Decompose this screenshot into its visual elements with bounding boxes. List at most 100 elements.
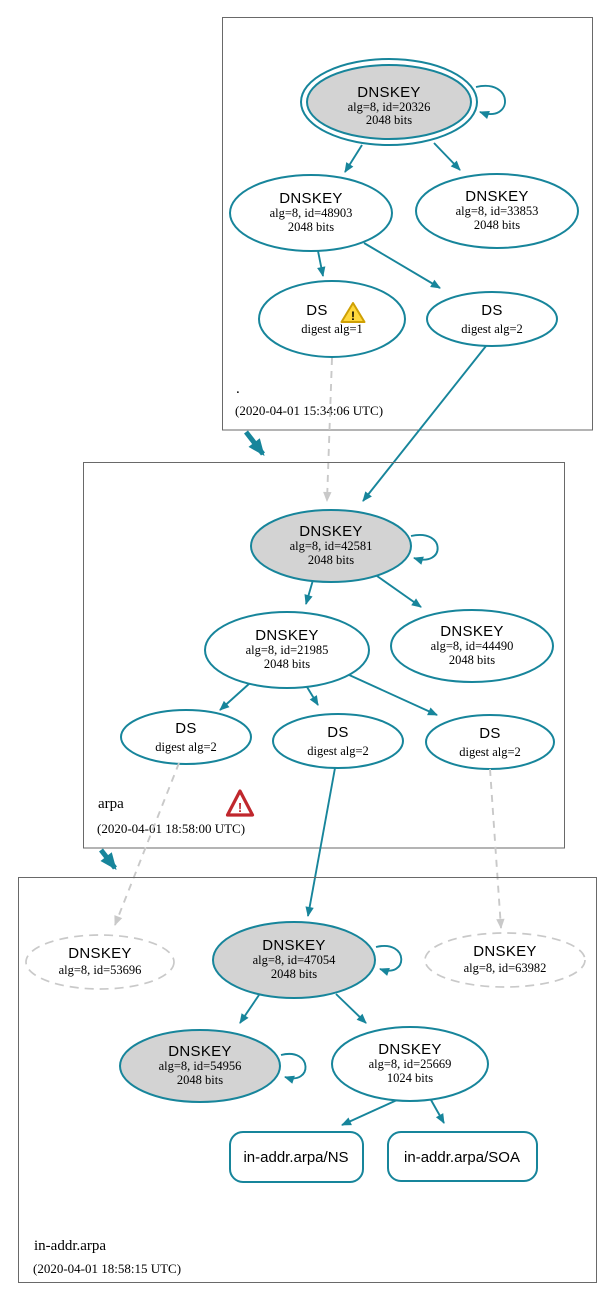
edge-arpa-zsk-to-dsL	[219, 682, 251, 711]
dnskey-53696-detail: alg=8, id=53696	[59, 963, 142, 977]
ds-alg1-title: DS	[306, 302, 327, 319]
edge-dsM-to-dnskey-47054	[305, 767, 336, 917]
dnskey-48903-ellipse	[229, 174, 393, 252]
zone-arpa-label: arpa	[98, 796, 124, 812]
dnskey-54956-ellipse	[119, 1029, 281, 1103]
ds-alg2-root-detail: digest alg=2	[461, 322, 523, 336]
edge-ds-alg1-to-dnskey-42581-dashed	[323, 357, 333, 502]
dnskey-20326-bits: 2048 bits	[366, 113, 412, 127]
dnskey-42581-bits: 2048 bits	[308, 553, 354, 567]
ds-alg2-root-ellipse	[426, 291, 558, 347]
ds-right-ellipse	[425, 714, 555, 770]
dnskey-33853-ellipse	[415, 173, 579, 249]
ds-right-node[interactable]: DS digest alg=2	[425, 714, 555, 770]
error-exclamation: !	[238, 800, 242, 815]
dnskey-44490-ellipse	[390, 609, 554, 683]
edge-dsR-to-dnskey-63982-dashed	[489, 768, 505, 929]
ds-alg2-root-title: DS	[481, 302, 502, 319]
dnskey-54956-node[interactable]: DNSKEY alg=8, id=54956 2048 bits	[119, 1029, 281, 1103]
dnskey-47054-ellipse	[212, 921, 376, 999]
dnskey-42581-title: DNSKEY	[299, 523, 363, 540]
dnskey-25669-bits: 1024 bits	[387, 1071, 433, 1085]
dnskey-20326-inner-ring	[306, 64, 472, 140]
dnskey-54956-title: DNSKEY	[168, 1043, 232, 1060]
ds-left-title: DS	[175, 720, 196, 737]
dnskey-33853-bits: 2048 bits	[474, 218, 520, 232]
rrset-soa-label: in-addr.arpa/SOA	[404, 1149, 520, 1166]
dnskey-53696-ellipse	[25, 934, 175, 990]
zone-arpa-timestamp: (2020-04-01 18:58:00 UTC)	[97, 821, 245, 836]
dnskey-63982-title: DNSKEY	[473, 943, 537, 960]
ds-left-ellipse	[120, 709, 252, 765]
dnskey-20326-detail: alg=8, id=20326	[348, 100, 431, 114]
ds-alg1-detail: digest alg=1	[301, 322, 363, 336]
warning-icon: !	[340, 302, 366, 323]
dnskey-20326-title: DNSKEY	[357, 84, 421, 101]
dnskey-47054-node[interactable]: DNSKEY alg=8, id=47054 2048 bits	[212, 921, 376, 999]
edge-arpa-zsk-to-dsR	[346, 673, 438, 716]
edge-arpa-ksk-to-zsk1	[304, 579, 314, 605]
zone-inaddr: DNSKEY alg=8, id=53696 DNSKEY alg=8, id=…	[18, 877, 597, 1283]
dnskey-42581-node[interactable]: DNSKEY alg=8, id=42581 2048 bits	[250, 509, 412, 583]
ds-mid-ellipse	[272, 713, 404, 769]
delegation-arrow-root-to-arpa	[244, 430, 265, 457]
dnskey-48903-title: DNSKEY	[279, 190, 343, 207]
dnskey-63982-detail: alg=8, id=63982	[464, 961, 547, 975]
dnskey-33853-node[interactable]: DNSKEY alg=8, id=33853 2048 bits	[415, 173, 579, 249]
dnskey-25669-detail: alg=8, id=25669	[369, 1057, 452, 1071]
dnskey-21985-bits: 2048 bits	[264, 657, 310, 671]
dnskey-48903-bits: 2048 bits	[288, 220, 334, 234]
dnskey-47054-bits: 2048 bits	[271, 967, 317, 981]
dnskey-21985-ellipse	[204, 611, 370, 689]
dnskey-20326-node[interactable]: DNSKEY alg=8, id=20326 2048 bits	[300, 58, 478, 146]
dnskey-48903-node[interactable]: DNSKEY alg=8, id=48903 2048 bits	[229, 174, 393, 252]
edge-arpa-ksk-to-zsk2	[376, 575, 422, 608]
dnskey-44490-title: DNSKEY	[440, 623, 504, 640]
delegation-arrow-arpa-to-inaddr	[99, 848, 117, 871]
dnskey-21985-detail: alg=8, id=21985	[246, 643, 329, 657]
rrset-ns-label: in-addr.arpa/NS	[243, 1149, 348, 1166]
dnskey-63982-node[interactable]: DNSKEY alg=8, id=63982	[424, 932, 586, 988]
rrset-ns-node[interactable]: in-addr.arpa/NS	[229, 1131, 364, 1183]
edge-root-zsk1-to-ds2	[363, 242, 441, 289]
dnskey-25669-title: DNSKEY	[378, 1041, 442, 1058]
dnskey-21985-node[interactable]: DNSKEY alg=8, id=21985 2048 bits	[204, 611, 370, 689]
dnskey-33853-detail: alg=8, id=33853	[456, 204, 539, 218]
dnskey-53696-node[interactable]: DNSKEY alg=8, id=53696	[25, 934, 175, 990]
ds-alg1-node[interactable]: DS digest alg=1 !	[258, 280, 406, 358]
dnskey-42581-detail: alg=8, id=42581	[290, 539, 373, 553]
dnskey-21985-title: DNSKEY	[255, 627, 319, 644]
self-sign-loop-inaddr-ksk	[375, 944, 403, 976]
edge-47054-to-25669	[335, 993, 367, 1024]
dnskey-44490-node[interactable]: DNSKEY alg=8, id=44490 2048 bits	[390, 609, 554, 683]
rrset-ns-rect	[229, 1131, 364, 1183]
dnskey-25669-ellipse	[331, 1026, 489, 1102]
rrset-soa-rect	[387, 1131, 538, 1182]
zone-root-label: .	[236, 381, 240, 397]
dnskey-47054-detail: alg=8, id=47054	[253, 953, 337, 967]
edge-47054-to-54956	[239, 994, 260, 1024]
zone-inaddr-border	[18, 877, 597, 1283]
ds-left-node[interactable]: DS digest alg=2	[120, 709, 252, 765]
dnskey-63982-ellipse	[424, 932, 586, 988]
zone-arpa: DNSKEY alg=8, id=42581 2048 bits DNSKEY …	[83, 462, 565, 849]
ds-alg1-ellipse	[258, 280, 406, 358]
ds-alg2-root-node[interactable]: DS digest alg=2	[426, 291, 558, 347]
rrset-soa-node[interactable]: in-addr.arpa/SOA	[387, 1131, 538, 1182]
dnskey-25669-node[interactable]: DNSKEY alg=8, id=25669 1024 bits	[331, 1026, 489, 1102]
zone-root: DNSKEY alg=8, id=20326 2048 bits DNSKEY …	[222, 17, 593, 431]
ds-right-detail: digest alg=2	[459, 745, 521, 759]
dnskey-48903-detail: alg=8, id=48903	[270, 206, 353, 220]
dnskey-44490-bits: 2048 bits	[449, 653, 495, 667]
edge-root-ksk-to-zsk2	[433, 142, 461, 171]
self-sign-loop-root-ksk	[475, 84, 506, 119]
warning-exclamation: !	[351, 309, 355, 323]
dnskey-53696-title: DNSKEY	[68, 945, 132, 962]
dnskey-54956-bits: 2048 bits	[177, 1073, 223, 1087]
zone-arpa-border	[83, 462, 565, 849]
zone-root-border	[222, 17, 593, 431]
ds-mid-title: DS	[327, 724, 348, 741]
ds-mid-node[interactable]: DS digest alg=2	[272, 713, 404, 769]
edge-root-zsk1-to-ds1	[317, 250, 326, 277]
edge-root-ksk-to-zsk1	[344, 144, 363, 173]
